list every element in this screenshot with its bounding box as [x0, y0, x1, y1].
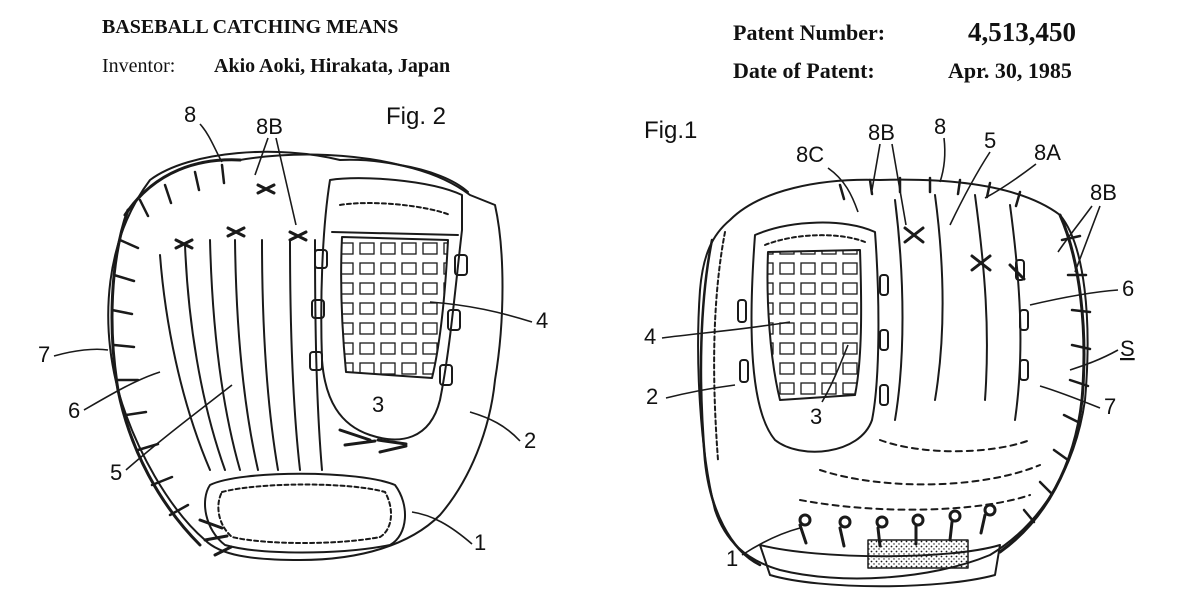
fig1-label-6: 6 — [1122, 276, 1134, 301]
fig1-label-8b-right: 8B — [1090, 180, 1117, 205]
patent-number-label: Patent Number: — [733, 20, 886, 45]
patent-number: 4,513,450 — [968, 17, 1076, 47]
fig2-label-6: 6 — [68, 398, 80, 423]
fig1-label-8: 8 — [934, 114, 946, 139]
fig1-glove-outline — [697, 178, 1089, 580]
fig2-label-5: 5 — [110, 460, 122, 485]
fig2-heel-pad — [204, 472, 407, 554]
patent-title: BASEBALL CATCHING MEANS — [102, 16, 399, 38]
fig2-web-panel — [320, 177, 463, 441]
fig1-heel-pad — [759, 544, 1001, 588]
fig1-labels: 8C 8B 8 5 8A 8B 6 4 S 2 3 7 1 — [644, 114, 1135, 571]
fig1-label-5: 5 — [984, 128, 996, 153]
fig2-label-7: 7 — [38, 342, 50, 367]
inventor-label: Inventor: — [102, 55, 176, 77]
fig2-label-2: 2 — [524, 428, 536, 453]
fig1-label-patch — [867, 539, 969, 569]
fig2-leader-lines — [53, 123, 533, 545]
fig1-leader-lines — [661, 137, 1119, 556]
fig2-glove-outline — [107, 150, 504, 561]
date-of-patent-label: Date of Patent: — [733, 58, 875, 83]
fig1-label-7: 7 — [1104, 394, 1116, 419]
fig1-label-8a: 8A — [1034, 140, 1061, 165]
date-of-patent: Apr. 30, 1985 — [948, 58, 1072, 83]
fig1-label-8b: 8B — [868, 120, 895, 145]
fig2-caption: Fig. 2 — [386, 103, 446, 130]
fig1-label-1: 1 — [726, 546, 738, 571]
fig1-glove — [697, 176, 1092, 588]
fig2-label-8b: 8B — [256, 114, 283, 139]
fig1-label-4: 4 — [644, 324, 656, 349]
fig2-grid-pad — [340, 236, 449, 379]
fig1-caption: Fig.1 — [644, 117, 697, 144]
fig2-label-4: 4 — [536, 308, 548, 333]
fig2-label-3: 3 — [372, 392, 384, 417]
fig1-web-panel — [750, 221, 880, 453]
fig2-glove — [107, 150, 504, 561]
fig1-grid-pad — [766, 249, 863, 401]
fig1-label-8c: 8C — [796, 142, 824, 167]
fig2-label-8: 8 — [184, 102, 196, 127]
fig2-labels: 8 8B 4 7 6 5 3 2 1 — [38, 102, 548, 555]
fig1-label-s: S — [1120, 336, 1135, 361]
inventor-name: Akio Aoki, Hirakata, Japan — [214, 55, 451, 77]
fig1-label-2: 2 — [646, 384, 658, 409]
fig1-label-3: 3 — [810, 404, 822, 429]
fig2-label-1: 1 — [474, 530, 486, 555]
